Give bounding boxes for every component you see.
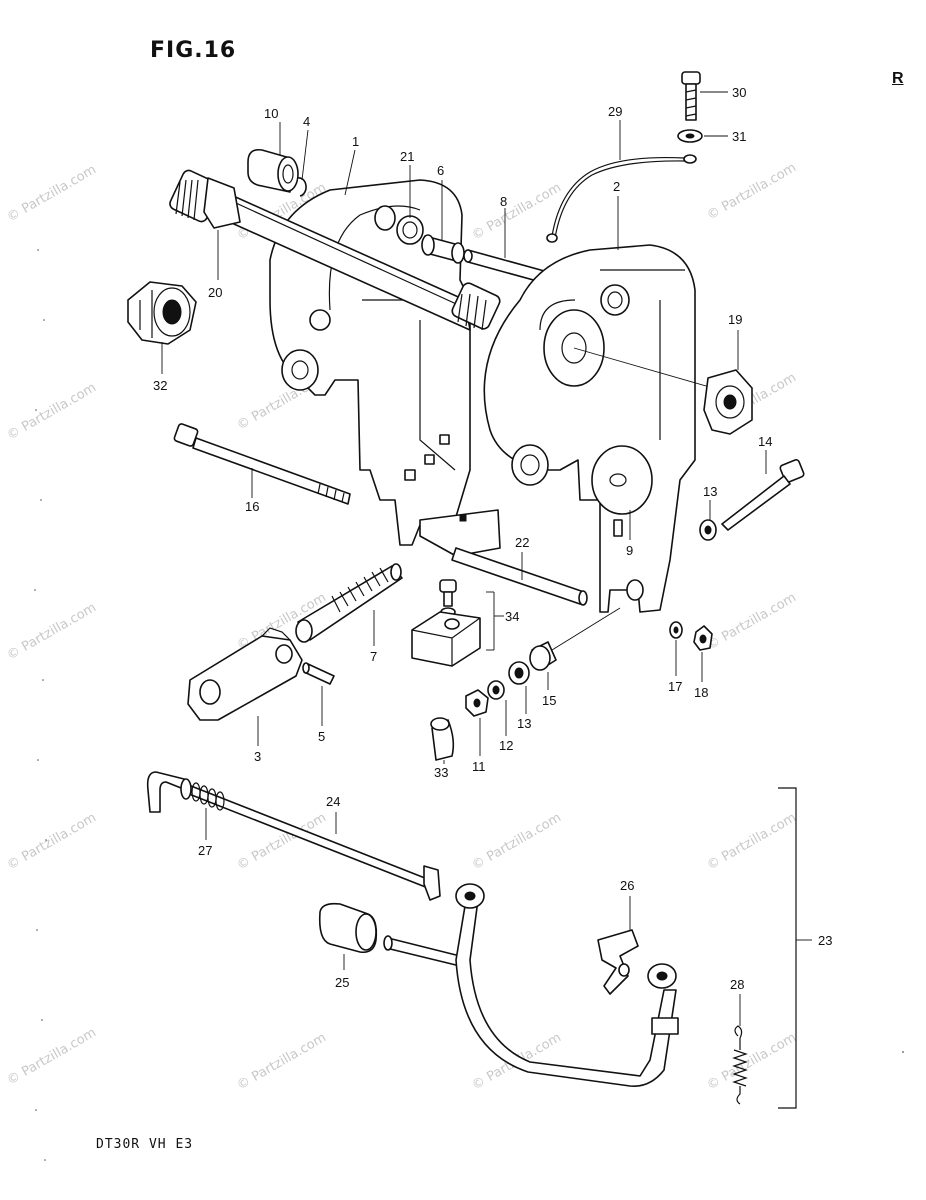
watermark: © Partzilla.com bbox=[5, 810, 99, 873]
callout: 13 bbox=[517, 716, 531, 731]
watermark: © Partzilla.com bbox=[5, 1025, 99, 1088]
corner-mark: R bbox=[892, 70, 904, 87]
callout: 6 bbox=[437, 163, 444, 178]
callout: 11 bbox=[472, 759, 486, 774]
callout: 12 bbox=[499, 738, 513, 753]
model-code: DT30R VH E3 bbox=[96, 1137, 194, 1152]
part-11-nut bbox=[465, 689, 489, 717]
part-14-bolt bbox=[721, 459, 805, 531]
part-25-grip bbox=[318, 902, 378, 954]
part-18-nut bbox=[693, 625, 713, 651]
part-4-circlip bbox=[297, 177, 307, 197]
part-10-collar bbox=[247, 148, 299, 193]
part-6-bushing bbox=[421, 234, 465, 264]
figure-title: FIG.16 bbox=[150, 38, 237, 63]
part-29-ground-lead bbox=[546, 154, 697, 243]
callout: 34 bbox=[505, 609, 519, 624]
watermark: © Partzilla.com bbox=[5, 380, 99, 443]
part-19-nut bbox=[703, 369, 753, 435]
part-32-nut bbox=[127, 281, 197, 345]
part-20-tube bbox=[169, 169, 501, 331]
callout: 3 bbox=[254, 749, 261, 764]
part-13-washer bbox=[699, 519, 717, 541]
callout: 22 bbox=[515, 535, 529, 550]
watermark: © Partzilla.com bbox=[705, 810, 799, 873]
part-31-washer bbox=[677, 129, 703, 143]
callout: 16 bbox=[245, 499, 259, 514]
callout: 26 bbox=[620, 878, 634, 893]
callout: 19 bbox=[728, 312, 742, 327]
callout: 14 bbox=[758, 434, 772, 449]
callout-labels: 10 4 1 21 6 8 29 30 31 2 20 32 19 16 14 … bbox=[153, 85, 832, 992]
watermark: © Partzilla.com bbox=[470, 810, 564, 873]
callout: 5 bbox=[318, 729, 325, 744]
callout: 32 bbox=[153, 378, 167, 393]
part-12-lock-washer bbox=[487, 680, 505, 700]
part-16-bolt bbox=[173, 423, 351, 505]
part-23-lever-assembly bbox=[383, 883, 679, 1087]
callout: 21 bbox=[400, 149, 414, 164]
part-27-spring bbox=[180, 778, 225, 811]
callout: 29 bbox=[608, 104, 622, 119]
part-26-clip bbox=[597, 929, 639, 995]
watermark: © Partzilla.com bbox=[235, 1030, 329, 1093]
callout: 18 bbox=[694, 685, 708, 700]
callout: 28 bbox=[730, 977, 744, 992]
watermark: © Partzilla.com bbox=[5, 600, 99, 663]
leader-lines bbox=[161, 91, 767, 1026]
part-28-spring bbox=[732, 1025, 748, 1105]
callout: 9 bbox=[626, 543, 633, 558]
part-2-clamp-bracket bbox=[483, 244, 721, 613]
part-22-rod bbox=[419, 509, 588, 606]
watermark: © Partzilla.com bbox=[5, 162, 99, 225]
watermark: © Partzilla.com bbox=[705, 590, 799, 653]
callout: 4 bbox=[303, 114, 310, 129]
callout: 31 bbox=[732, 129, 746, 144]
callout: 2 bbox=[613, 179, 620, 194]
part-15-spacer bbox=[529, 607, 621, 671]
part-33-cap bbox=[430, 717, 455, 761]
part-34-stopper bbox=[411, 579, 481, 667]
callout: 25 bbox=[335, 975, 349, 990]
part-21-bushing bbox=[396, 215, 424, 245]
part-5-pin bbox=[302, 662, 335, 685]
callout: 17 bbox=[668, 679, 682, 694]
part-13-washer-lower bbox=[508, 661, 530, 685]
part-1-clamp-bracket bbox=[269, 179, 471, 546]
callout: 24 bbox=[326, 794, 340, 809]
part-30-bolt bbox=[681, 71, 701, 121]
callout: 23 bbox=[818, 933, 832, 948]
callout: 30 bbox=[732, 85, 746, 100]
part-9-plug bbox=[591, 445, 653, 515]
callout: 10 bbox=[264, 106, 278, 121]
part-7-pin bbox=[295, 563, 403, 643]
assembly-bracket bbox=[778, 787, 797, 1109]
part-3-lever bbox=[187, 627, 303, 721]
callout: 13 bbox=[703, 484, 717, 499]
watermark: © Partzilla.com bbox=[705, 160, 799, 223]
watermark: © Partzilla.com bbox=[705, 1030, 799, 1093]
scan-speckle bbox=[34, 249, 904, 1161]
callout: 15 bbox=[542, 693, 556, 708]
callout: 1 bbox=[352, 134, 359, 149]
part-17-washer bbox=[669, 621, 683, 639]
callout: 27 bbox=[198, 843, 212, 858]
callout: 7 bbox=[370, 649, 377, 664]
callout: 33 bbox=[434, 765, 448, 780]
callout: 20 bbox=[208, 285, 222, 300]
callout: 8 bbox=[500, 194, 507, 209]
